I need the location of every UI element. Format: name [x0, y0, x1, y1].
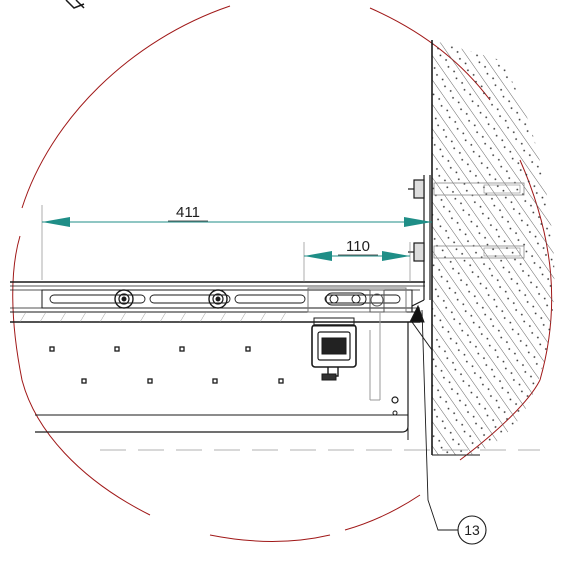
hanger-clamp: [311, 317, 357, 381]
panel-perforations: [49, 346, 284, 384]
corner-fragment-icon: [65, 0, 85, 9]
callout-13: 13: [421, 309, 487, 545]
dimension-label-overall: 411: [176, 204, 200, 221]
rail-bolt: [208, 289, 228, 309]
callout-label: 13: [464, 522, 480, 538]
wall-wedge: [407, 304, 433, 440]
wall-bracket: [408, 175, 431, 312]
dimension-offset: 110: [303, 238, 411, 282]
dimension-label-offset: 110: [346, 238, 370, 255]
dimension-overall: 411: [41, 204, 432, 280]
clamp-assembly: [307, 287, 407, 401]
ceiling-panel: [35, 322, 409, 433]
rail-bolt: [114, 289, 134, 309]
wall-section: [431, 40, 555, 456]
